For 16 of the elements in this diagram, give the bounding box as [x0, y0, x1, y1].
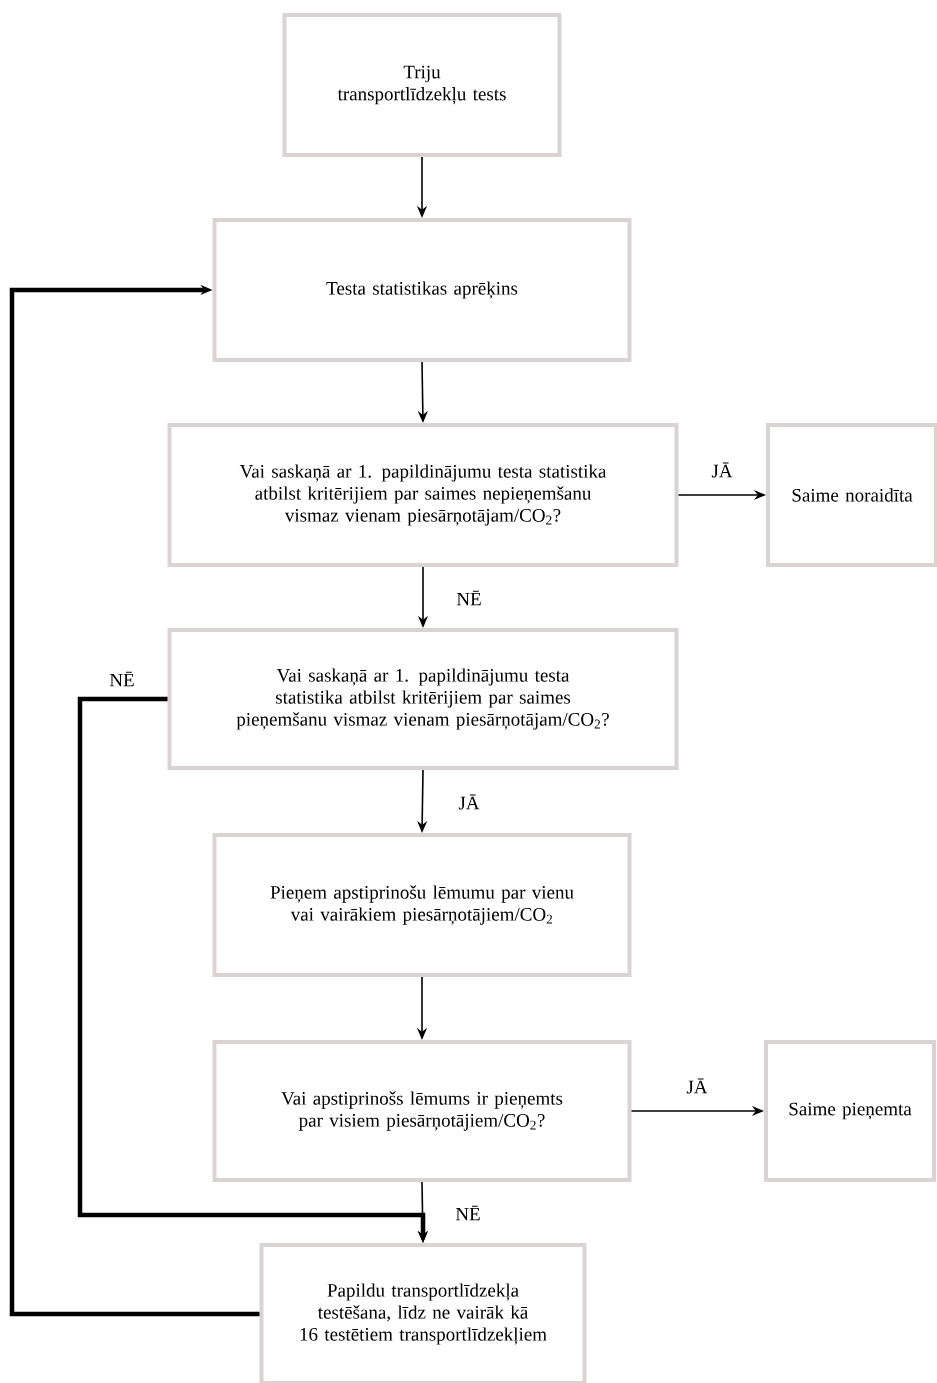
process-box: Triju transportlīdzekļu tests — [282, 13, 562, 157]
process-box: Saime noraidīta — [766, 423, 937, 567]
edge-label: NĒ — [454, 1204, 482, 1222]
edge-label: JĀ — [457, 793, 481, 811]
process-box: Vai saskaņā ar 1. papildinājumu testa statistika atbilst kritērijiem par saimes nepieņemšanu vismaz vienam piesārņotājam/CO$_{2}$? — [167, 423, 679, 567]
process-box: Saime pieņemta — [764, 1040, 936, 1182]
process-box: Testa statistikas aprēķins — [212, 218, 632, 362]
process-box: Papildu transportlīdzekļa testēšana, līdz ne vairāk kā 16 testētiem transportlīdzekļiem — [259, 1243, 587, 1383]
process-box: Vai apstiprinošs lēmums ir pieņemts par visiem piesārņotājiem/CO$_{2}$? — [212, 1040, 632, 1182]
edge-label: JĀ — [710, 461, 734, 479]
arrow — [9, 284, 260, 1317]
edge-label: NĒ — [108, 670, 136, 688]
process-box: Pieņem apstiprinošu lēmumu par vienu vai vairākiem piesārņotājiem/CO$_{2}$ — [212, 833, 632, 977]
edge-label: NĒ — [455, 589, 483, 607]
process-box: Vai saskaņā ar 1. papildinājumu testa statistika atbilst kritērijiem par saimes pieņemšanu vismaz vienam piesārņotājam/CO$_{2}$? — [167, 628, 679, 770]
edge-label: JĀ — [685, 1077, 709, 1095]
